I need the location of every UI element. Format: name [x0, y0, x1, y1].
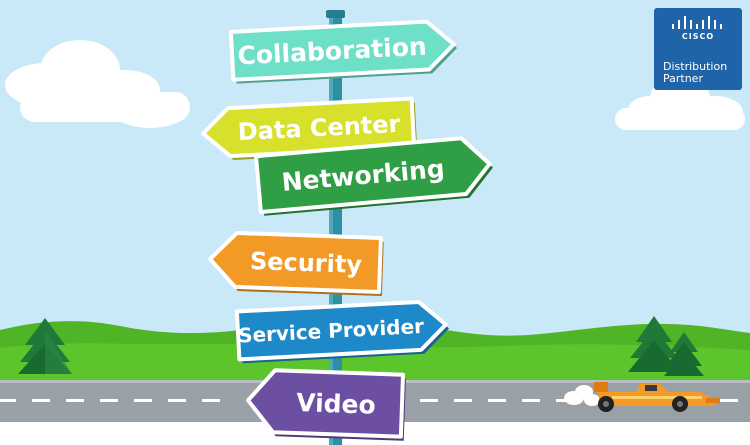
- sign-video: Video: [246, 368, 406, 441]
- sign-label: Video: [296, 388, 376, 420]
- pole-cap: [326, 10, 345, 18]
- tree-right-2: [664, 332, 704, 376]
- grass: [0, 343, 750, 380]
- sign-arrow-right: [254, 136, 492, 215]
- sign-arrow-left: [208, 230, 383, 294]
- sign-arrow-right: [234, 299, 448, 362]
- cloud-left: [5, 40, 190, 128]
- sign-security: Security: [208, 230, 384, 297]
- race-car-icon: [594, 382, 720, 412]
- tree-right-1: [628, 316, 680, 372]
- cisco-bridge-logo-icon: [672, 16, 722, 29]
- sign-service-provider: Service Provider: [234, 299, 450, 364]
- sign-label: Security: [249, 247, 362, 279]
- cisco-distribution-partner-badge: CISCO Distribution Partner: [654, 8, 742, 90]
- badge-line-distribution: Distribution: [663, 60, 728, 73]
- sign-networking: Networking: [254, 136, 493, 216]
- smoke-puff: [564, 385, 600, 406]
- sign-arrow-left: [246, 368, 406, 439]
- sign-collaboration: Collaboration: [228, 19, 458, 84]
- tree-left: [18, 318, 72, 374]
- cisco-brand-text: CISCO: [681, 32, 715, 41]
- sign-arrow-right: [228, 19, 456, 82]
- badge-line-partner: Partner: [663, 72, 703, 85]
